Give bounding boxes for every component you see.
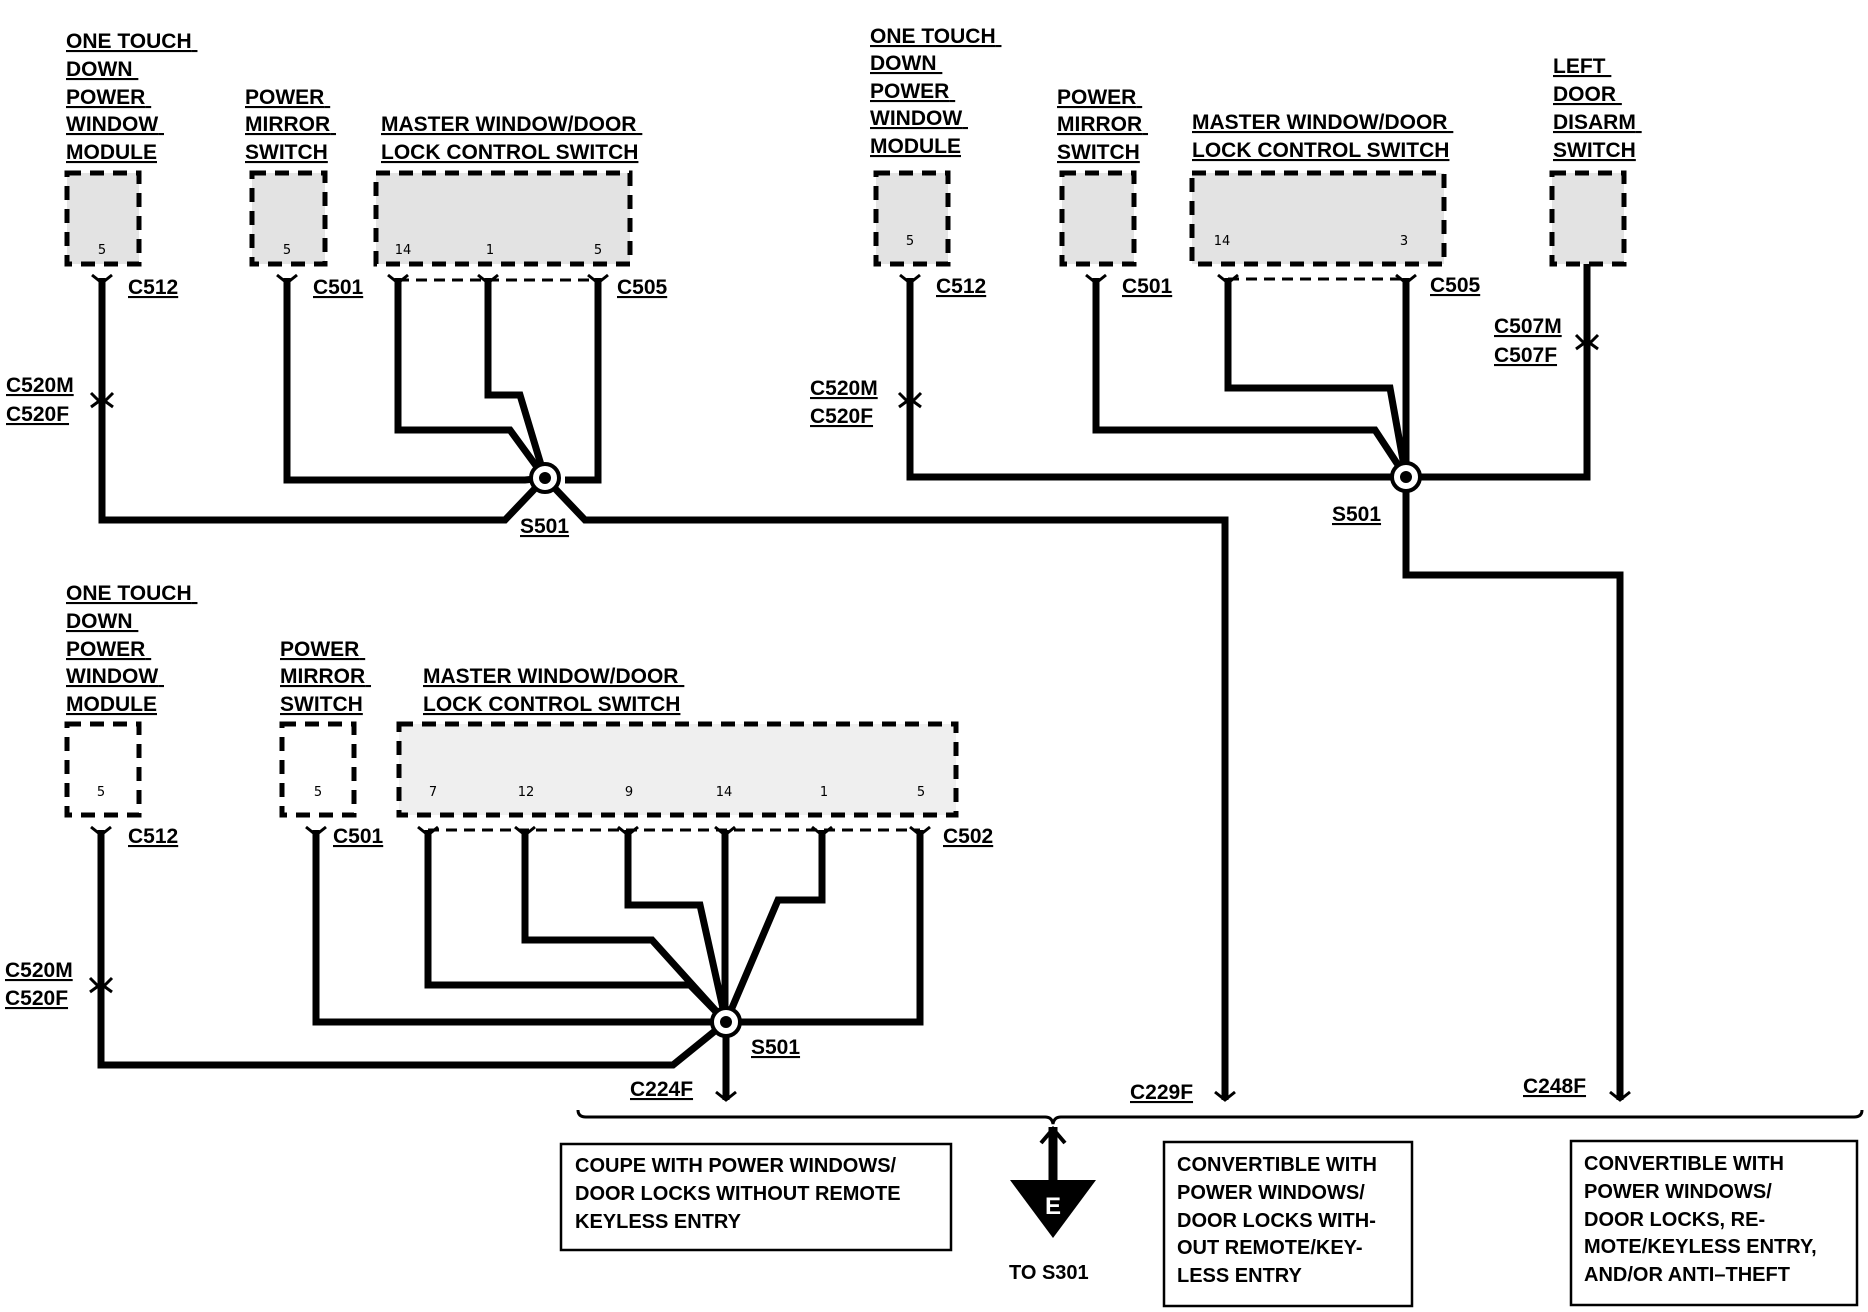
connector-c512: C512 xyxy=(128,276,178,299)
master-pin: 5 xyxy=(917,785,925,800)
bottom-bus: C224F C229F C248F E TO S301 COUPE WITH P… xyxy=(559,1075,1864,1308)
group-coupe-bottom: ONE TOUCH DOWN POWER WINDOW MODULE 5 POW… xyxy=(5,582,993,1100)
power-mirror-switch xyxy=(1059,170,1137,267)
mirror-pin: 5 xyxy=(314,785,322,800)
power-mirror-switch xyxy=(279,721,357,818)
connector-c501: C501 xyxy=(313,276,364,299)
power-mirror-switch xyxy=(249,170,328,267)
connector-c520m: C520M xyxy=(6,374,74,397)
module-label: ONE TOUCH DOWN POWER WINDOW MODULE xyxy=(66,30,197,164)
splice-label: S501 xyxy=(751,1036,800,1059)
module-pin: 5 xyxy=(97,785,105,800)
group-convertible-top-right: ONE TOUCH DOWN POWER WINDOW MODULE 5 POW… xyxy=(810,25,1642,1100)
connector-c520f: C520F xyxy=(810,405,873,428)
master-label: MASTER WINDOW/DOOR LOCK CONTROL SWITCH xyxy=(1192,111,1453,162)
note-box-convertible xyxy=(1162,1140,1414,1308)
master-window-lock-switch xyxy=(373,170,633,267)
connector-c501: C501 xyxy=(333,825,384,848)
master-pin: 14 xyxy=(716,785,733,800)
master-pin: 3 xyxy=(1400,234,1408,249)
one-touch-module xyxy=(873,170,951,267)
wires xyxy=(89,273,1229,1100)
mirror-label: POWER MIRROR SWITCH xyxy=(1057,86,1148,164)
splice-label: S501 xyxy=(1332,503,1381,526)
connector-c507f: C507F xyxy=(1494,344,1557,367)
one-touch-module xyxy=(64,170,142,267)
wires xyxy=(897,264,1624,1100)
splice-dot xyxy=(539,472,551,484)
connector-c520m: C520M xyxy=(810,377,878,400)
connector-c512: C512 xyxy=(128,825,178,848)
mirror-label: POWER MIRROR SWITCH xyxy=(245,86,336,164)
master-pin: 9 xyxy=(625,785,633,800)
note-convertible: CONVERTIBLE WITH POWER WINDOWS/ DOOR LOC… xyxy=(1177,1154,1383,1287)
master-window-lock-switch xyxy=(1189,170,1447,267)
master-pin: 5 xyxy=(594,243,602,258)
splice-dot xyxy=(720,1016,732,1028)
wires xyxy=(88,825,931,1100)
ground-e-symbol: E xyxy=(1010,1125,1096,1238)
connector-c224f: C224F xyxy=(630,1078,693,1101)
master-label: MASTER WINDOW/DOOR LOCK CONTROL SWITCH xyxy=(381,113,642,164)
connector-c505: C505 xyxy=(617,276,668,299)
note-box-convertible-keyless xyxy=(1569,1139,1859,1307)
mirror-label: POWER MIRROR SWITCH xyxy=(280,638,371,716)
master-pin: 12 xyxy=(518,785,535,800)
module-pin: 5 xyxy=(98,243,106,258)
connector-c512: C512 xyxy=(936,275,986,298)
master-pin: 1 xyxy=(820,785,828,800)
note-box-coupe xyxy=(559,1142,953,1252)
group-coupe-top-left: ONE TOUCH DOWN POWER WINDOW MODULE 5 POW… xyxy=(6,30,1229,1100)
connector-c520m: C520M xyxy=(5,959,73,982)
connector-c229f: C229F xyxy=(1130,1081,1193,1104)
master-pin: 1 xyxy=(486,243,494,258)
ground-destination: TO S301 xyxy=(1009,1262,1089,1284)
master-pin: 14 xyxy=(395,243,412,258)
left-door-disarm-switch xyxy=(1549,170,1627,267)
splice-label: S501 xyxy=(520,515,569,538)
module-label: ONE TOUCH DOWN POWER WINDOW MODULE xyxy=(870,25,1001,158)
master-window-lock-switch xyxy=(396,721,959,818)
disarm-label: LEFT DOOR DISARM SWITCH xyxy=(1553,55,1642,162)
connector-c520f: C520F xyxy=(6,403,69,426)
master-pin: 7 xyxy=(429,785,437,800)
module-label: ONE TOUCH DOWN POWER WINDOW MODULE xyxy=(66,582,197,716)
master-pin: 14 xyxy=(1214,234,1231,249)
connector-c520f: C520F xyxy=(5,987,68,1010)
connector-c502: C502 xyxy=(943,825,993,848)
connector-c507m: C507M xyxy=(1494,315,1562,338)
ground-mark: E xyxy=(1045,1193,1061,1220)
connector-c505: C505 xyxy=(1430,274,1481,297)
splice-dot xyxy=(1400,471,1412,483)
mirror-pin: 5 xyxy=(283,243,291,258)
master-label: MASTER WINDOW/DOOR LOCK CONTROL SWITCH xyxy=(423,665,684,716)
connector-c248f: C248F xyxy=(1523,1075,1586,1098)
one-touch-module xyxy=(64,721,142,818)
note-convertible-keyless: CONVERTIBLE WITH POWER WINDOWS/ DOOR LOC… xyxy=(1584,1153,1822,1286)
module-pin: 5 xyxy=(906,234,914,249)
connector-c501: C501 xyxy=(1122,275,1173,298)
note-coupe: COUPE WITH POWER WINDOWS/ DOOR LOCKS WIT… xyxy=(575,1155,906,1233)
